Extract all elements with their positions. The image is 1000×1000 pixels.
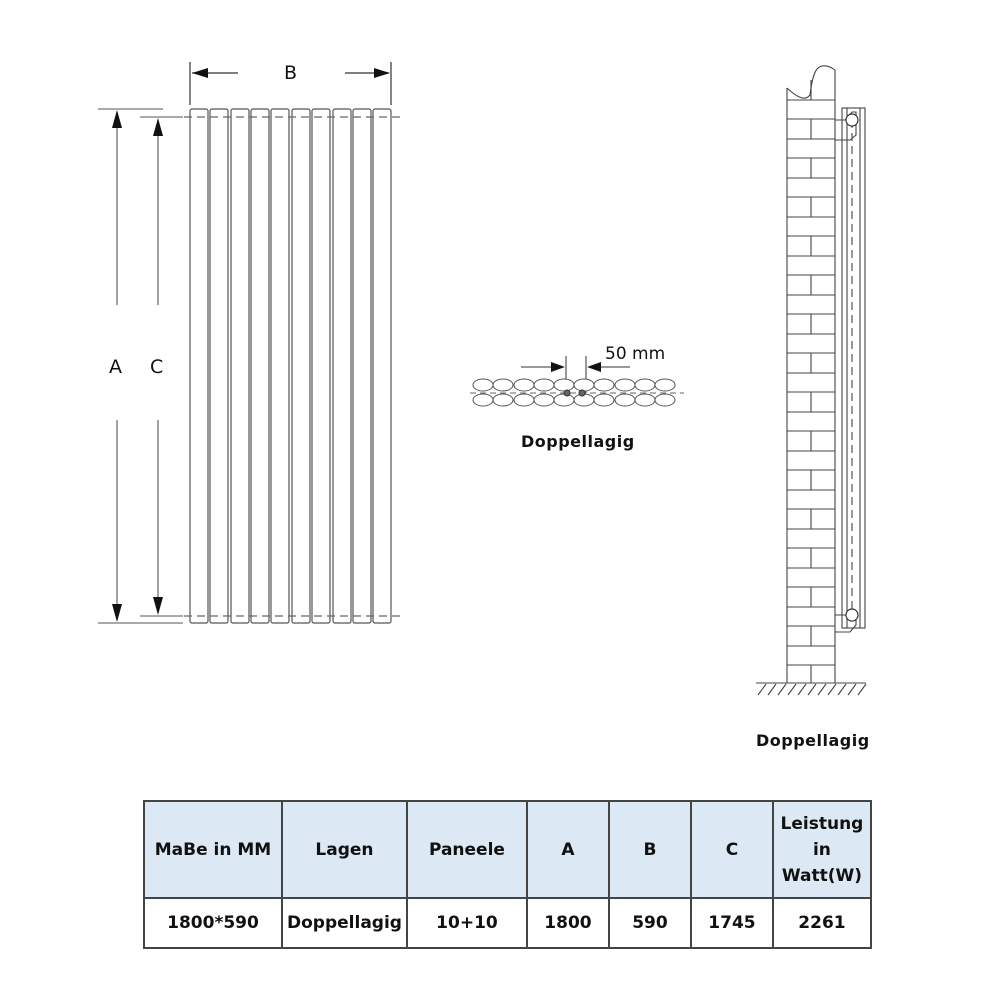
table-header-row: MaBe in MM Lagen Paneele A B C Leistung … (143, 800, 872, 899)
a-arrow-up-icon (112, 110, 122, 128)
a-arrow-down-icon (112, 604, 122, 622)
tube-cross-sections (472, 378, 676, 407)
header-cell-power: Leistung in Watt(W) (771, 800, 872, 899)
radiator-tubes (189, 108, 392, 624)
c-arrow-down-icon (153, 597, 163, 615)
header-cell-b: B (607, 800, 692, 899)
spacing-arrow-left-icon (587, 362, 601, 372)
header-cell-dimensions: MaBe in MM (143, 800, 283, 899)
c-arrow-up-icon (153, 118, 163, 136)
table-row: 1800*590 Doppellagig 10+10 1800 590 1745… (143, 897, 872, 949)
floor-hatch (756, 682, 867, 696)
power-header-line-2: in (812, 839, 831, 860)
spacing-label: 50 mm (605, 344, 666, 364)
cell-power: 2261 (771, 897, 872, 949)
cell-panels: 10+10 (405, 897, 528, 949)
power-header-line-3: Watt(W) (781, 865, 863, 886)
dimension-label-a: A (109, 356, 122, 378)
top-valve-icon (845, 113, 859, 127)
header-cell-layers: Lagen (281, 800, 408, 899)
cell-a: 1800 (525, 897, 610, 949)
radiator-profile (835, 107, 866, 633)
technical-drawing (98, 62, 867, 696)
cell-b: 590 (607, 897, 692, 949)
side-view-caption: Doppellagig (756, 731, 870, 750)
dimension-label-b: B (284, 62, 298, 84)
power-header-line-1: Leistung (780, 813, 864, 834)
spacing-arrow-right-icon (551, 362, 565, 372)
header-cell-c: C (689, 800, 774, 899)
brick-wall (786, 65, 836, 683)
top-view-caption: Doppellagig (521, 432, 635, 451)
cell-dimensions: 1800*590 (143, 897, 283, 949)
b-arrow-left-icon (192, 68, 208, 78)
bottom-valve-icon (845, 608, 859, 622)
dimension-label-c: C (150, 356, 164, 378)
header-cell-a: A (525, 800, 610, 899)
spec-table: MaBe in MM Lagen Paneele A B C Leistung … (143, 800, 872, 949)
cell-c: 1745 (689, 897, 774, 949)
b-arrow-right-icon (374, 68, 390, 78)
header-cell-panels: Paneele (405, 800, 528, 899)
cell-layers: Doppellagig (281, 897, 408, 949)
